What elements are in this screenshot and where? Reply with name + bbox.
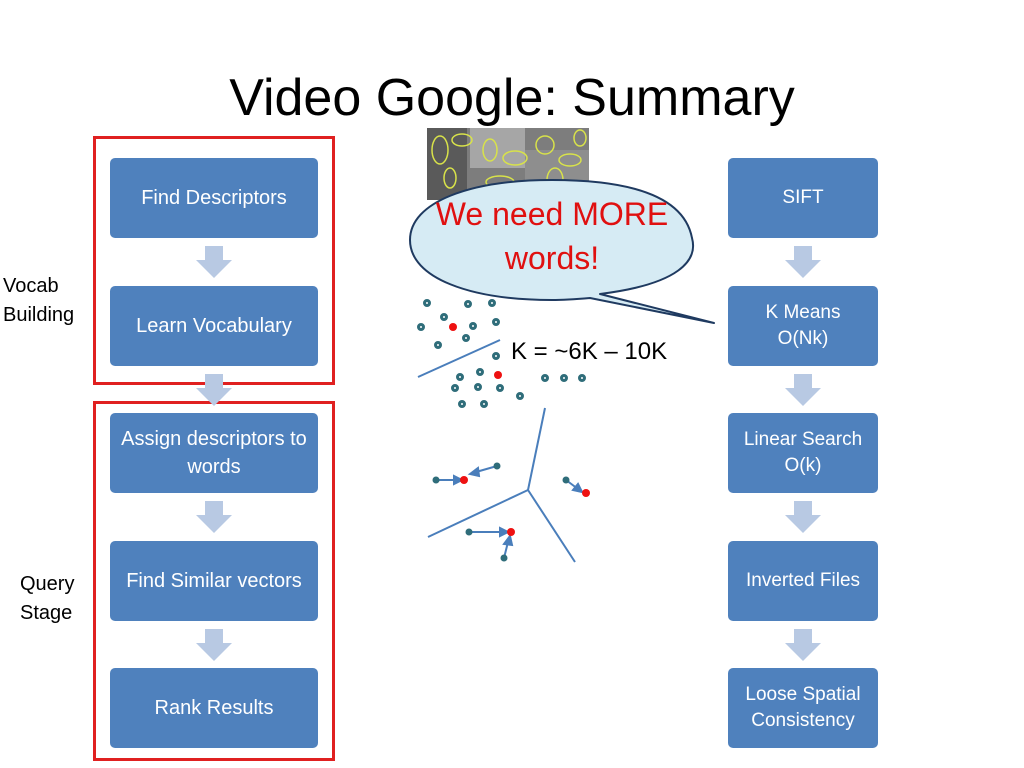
cluster-centroids — [449, 323, 590, 536]
query-stage-label: Query Stage — [20, 573, 75, 624]
step-assign-descriptors: Assign descriptors to words — [110, 413, 318, 493]
down-arrow-icon — [196, 629, 232, 661]
k-range-label: K = ~6K – 10K — [503, 332, 676, 372]
descriptor-points — [417, 299, 586, 408]
down-arrow-icon — [785, 246, 821, 278]
step-label: SIFT — [782, 187, 824, 208]
step-label: Find Similar vectors — [126, 570, 302, 592]
step-rank-results: Rank Results — [110, 668, 318, 748]
callout-bubble — [409, 179, 715, 324]
step-label: Learn Vocabulary — [136, 315, 292, 337]
step-label: Find Descriptors — [141, 187, 287, 209]
step-find-descriptors: Find Descriptors — [110, 158, 318, 238]
step-complexity: O(Nk) — [777, 328, 829, 349]
assignment-arrows — [436, 465, 584, 559]
step-k-means: K Means O(Nk) — [728, 286, 878, 366]
slide-title: Video Google: Summary — [229, 69, 795, 127]
step-label: Rank Results — [154, 697, 274, 719]
down-arrow-icon — [196, 501, 232, 533]
down-arrow-icon — [196, 246, 232, 278]
query-points — [432, 462, 570, 562]
callout-text: We need MORE words! — [435, 196, 669, 276]
step-linear-search: Linear Search O(k) — [728, 413, 878, 493]
step-label: K Means — [765, 302, 841, 323]
step-complexity: O(k) — [784, 455, 822, 476]
down-arrow-icon — [196, 374, 232, 406]
down-arrow-icon — [785, 501, 821, 533]
step-label: Linear Search — [743, 429, 863, 450]
step-label: Inverted Files — [745, 570, 861, 591]
step-loose-spatial-consistency: Loose Spatial Consistency — [728, 668, 878, 748]
down-arrow-icon — [785, 374, 821, 406]
voronoi-edges — [417, 339, 576, 563]
step-learn-vocabulary: Learn Vocabulary — [110, 286, 318, 366]
step-label: Assign descriptors to words — [121, 428, 307, 478]
step-inverted-files: Inverted Files — [728, 541, 878, 621]
step-label: Loose Spatial Consistency — [745, 684, 861, 731]
down-arrow-icon — [785, 629, 821, 661]
step-sift: SIFT — [728, 158, 878, 238]
step-find-similar-vectors: Find Similar vectors — [110, 541, 318, 621]
vocab-building-label: Vocab Building — [3, 275, 75, 326]
